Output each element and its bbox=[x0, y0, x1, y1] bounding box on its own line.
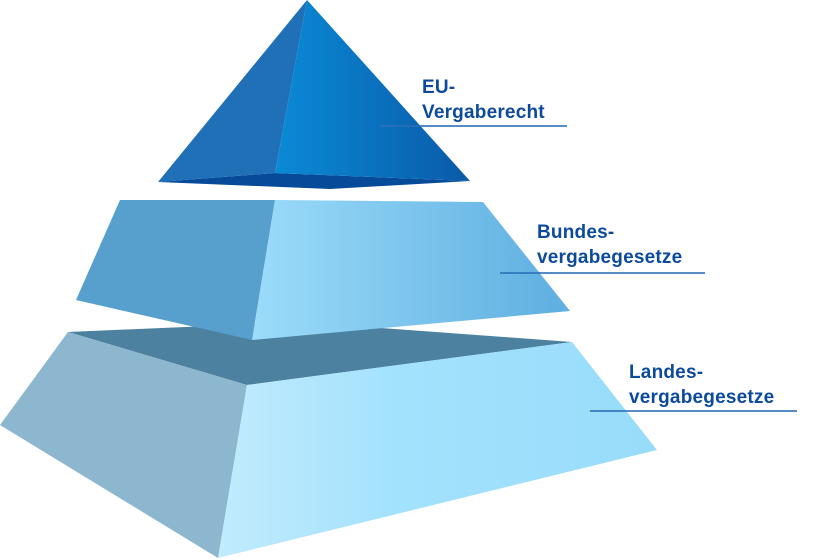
label-bund-line1: Bundes- bbox=[537, 222, 615, 243]
pyramid-tier-bottom bbox=[0, 322, 657, 558]
label-eu: EU- Vergaberecht bbox=[422, 75, 545, 125]
label-land-line2: vergabegesetze bbox=[629, 387, 775, 408]
label-bund-underline bbox=[500, 272, 705, 274]
pyramid-tier-top bbox=[158, 0, 470, 189]
label-land-line1: Landes- bbox=[629, 362, 704, 383]
pyramid-tier-middle bbox=[76, 200, 570, 340]
label-land: Landes- vergabegesetze bbox=[629, 360, 774, 410]
label-bund: Bundes- vergabegesetze bbox=[537, 220, 682, 270]
label-eu-line2: Vergaberecht bbox=[422, 102, 545, 123]
label-eu-underline bbox=[380, 125, 567, 127]
label-land-underline bbox=[590, 410, 797, 412]
label-bund-line2: vergabegesetze bbox=[537, 247, 683, 268]
label-eu-line1: EU- bbox=[422, 77, 456, 98]
